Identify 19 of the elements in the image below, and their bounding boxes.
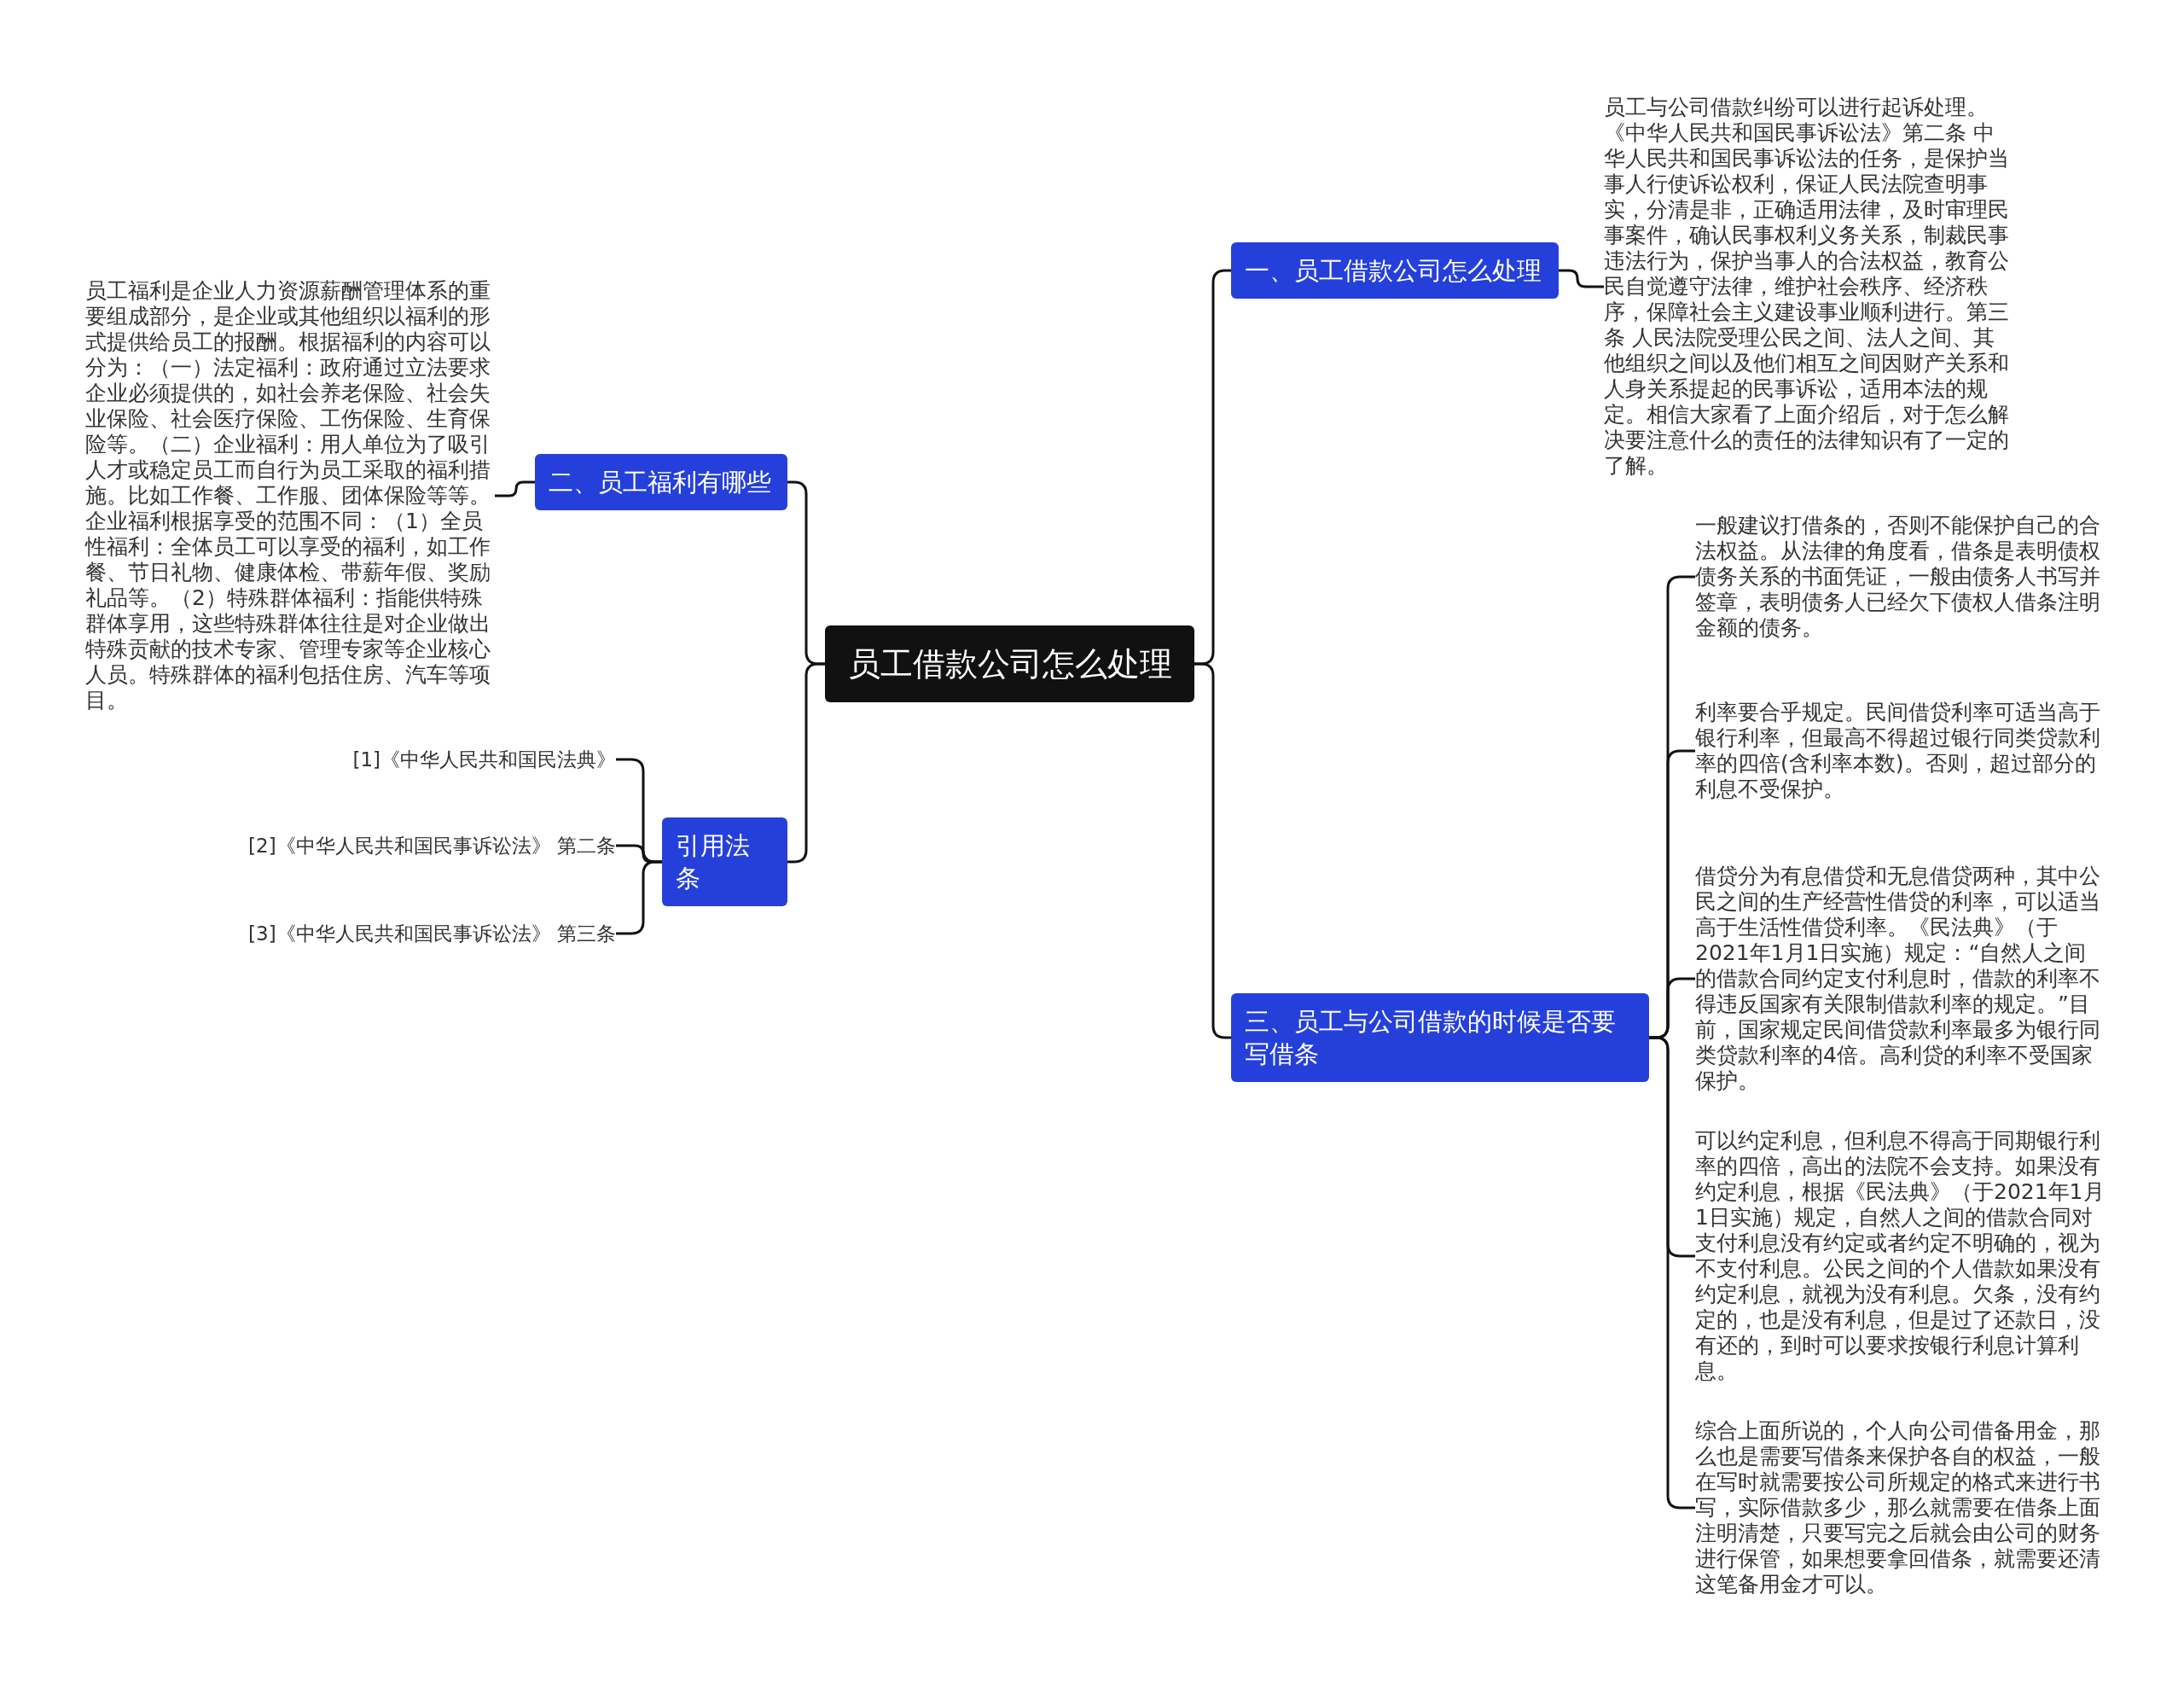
note-text: 可以约定利息，但利息不得高于同期银行利率的四倍，高出的法院不会支持。如果没有约定利息，根据《民法典》（于2021年1月1日实施）规定，自然人之间的借款合同对支付利息没有约定或者约定不明确的，视为不支付利息。公民之间的个人借款如果没有约定利息，就视为没有利息。欠条，没有约定的，也是没有利息，但是过了还款日，没有还的，到时可以要求按银行利息计算利息。: [1695, 1128, 2105, 1384]
connector-line: [787, 662, 825, 864]
connector-line: [495, 480, 535, 497]
citation-text: [1]《中华人民共和国民法典》: [196, 744, 616, 775]
note-text: 员工福利是企业人力资源薪酬管理体系的重要组成部分，是企业或其他组织以福利的形式提供给员工的报酬。根据福利的内容可以分为：（一）法定福利：政府通过立法要求企业必须提供的，如社会养老保险、社会失业保险、社会医疗保险、工伤保险、生育保险等。（二）企业福利：用人单位为了吸引人才或稳定员工而自行为员工采取的福利措施。比如工作餐、工作服、团体保险等等。企业福利根据享受的范围不同：（1）全员性福利：全体员工可以享受的福利，如工作餐、节日礼物、健康体检、带薪年假、奖励礼品等。（2）特殊群体福利：指能供特殊群体享用，这些特殊群体往往是对企业做出特殊贡献的技术专家、管理专家等企业核心人员。特殊群体的福利包括住房、汽车等项目。: [85, 278, 495, 713]
topic-box: 引用法条: [662, 817, 787, 906]
topic-box: 三、员工与公司借款的时候是否要写借条: [1231, 993, 1649, 1082]
topic-box: 二、员工福利有哪些: [535, 454, 787, 510]
note-text: 综合上面所说的，个人向公司借备用金，那么也是需要写借条来保护各自的权益，一般在写时就需要按公司所规定的格式来进行书写，实际借款多少，那么就需要在借条上面注明清楚，只要写完之后就会由公司的财务进行保管，如果想要拿回借条，就需要还清这笔备用金才可以。: [1695, 1418, 2105, 1597]
connector-line: [1559, 269, 1604, 288]
citation-text: [3]《中华人民共和国民事诉讼法》 第三条: [196, 918, 616, 949]
topic-box: 一、员工借款公司怎么处理: [1231, 242, 1559, 299]
connector-line: [1194, 662, 1231, 1039]
citation-text: [2]《中华人民共和国民事诉讼法》 第二条: [196, 830, 616, 861]
central-topic: 员工借款公司怎么处理: [825, 625, 1194, 702]
note-text: 利率要合乎规定。民间借贷利率可适当高于银行利率，但最高不得超过银行同类贷款利率的四倍(含利率本数)。否则，超过部分的利息不受保护。: [1695, 700, 2105, 802]
note-text: 借贷分为有息借贷和无息借贷两种，其中公民之间的生产经营性借贷的利率，可以适当高于生活性借贷利率。《民法典》（于2021年1月1日实施）规定：“自然人之间的借款合同约定支付利息时，借款的利率不得违反国家有关限制借款利率的规定。”目前，国家规定民间借贷款利率最多为银行同类贷款利率的4倍。高利贷的利率不受国家保护。: [1695, 864, 2105, 1094]
note-text: 员工与公司借款纠纷可以进行起诉处理。《中华人民共和国民事诉讼法》第二条 中华人民共和国民事诉讼法的任务，是保护当事人行使诉讼权利，保证人民法院查明事实，分清是非，正确适用法律，及时审理民事案件，确认民事权利义务关系，制裁民事违法行为，保护当事人的合法权益，教育公民自觉遵守法律，维护社会秩序、经济秩序，保障社会主义建设事业顺利进行。第三条 人民法院受理公民之间、法人之间、其他组织之间以及他们相互之间因财产关系和人身关系提起的民事诉讼，适用本法的规定。相信大家看了上面介绍后，对于怎么解决要注意什么的责任的法律知识有了一定的了解。: [1604, 95, 2013, 479]
note-text: 一般建议打借条的，否则不能保护自己的合法权益。从法律的角度看，借条是表明债权债务关系的书面凭证，一般由债务人书写并签章，表明债务人已经欠下债权人借条注明金额的债务。: [1695, 513, 2105, 641]
